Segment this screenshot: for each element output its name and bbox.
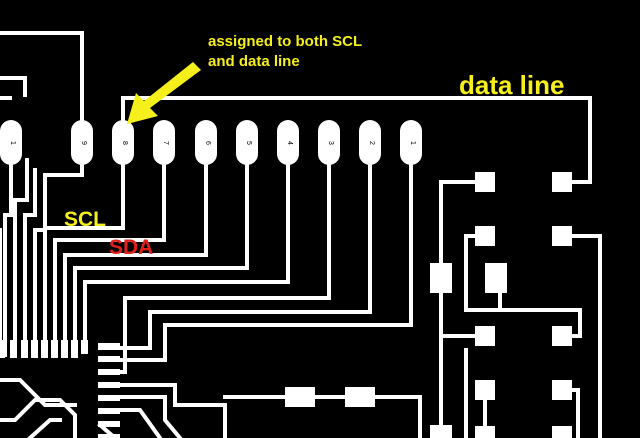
svg-text:6: 6 [204, 141, 211, 145]
smd-pad [285, 387, 315, 407]
ic-pin [21, 340, 28, 358]
connector-pin: 5 [236, 120, 258, 165]
smd-pad [475, 380, 495, 400]
ic-pin [31, 340, 38, 358]
svg-text:7: 7 [162, 141, 169, 145]
connector-pin: 9 [71, 120, 93, 165]
ic-pin [98, 434, 120, 438]
ic-pin [41, 340, 48, 358]
connector-pin: 7 [153, 120, 175, 165]
trace-bus-1 [13, 158, 29, 357]
annotation-assigned-line2: and data line [208, 53, 300, 70]
arrow-icon [127, 62, 201, 124]
smd-pad [475, 326, 495, 346]
trace-diag-b [0, 398, 77, 438]
connector-pin: 8 [112, 120, 134, 165]
smd-pad [552, 380, 572, 400]
trace-center-pads [223, 395, 422, 438]
connector-pin: 1 [400, 120, 422, 165]
trace-pin1-left [3, 146, 13, 357]
connector-pin: 4 [277, 120, 299, 165]
ic-pin [98, 382, 120, 388]
smd-pad [430, 263, 452, 293]
ic-pin [51, 340, 58, 358]
smd-pad [475, 172, 495, 192]
svg-text:4: 4 [286, 141, 293, 145]
trace-r-right1 [560, 234, 602, 438]
annotation-scl: SCL [64, 208, 106, 231]
smd-pad [552, 326, 572, 346]
smd-pad [475, 226, 495, 246]
trace-r-top [439, 180, 487, 438]
trace-diag-a [0, 378, 77, 407]
trace-bus-3 [23, 168, 37, 357]
ic-pin-row [0, 340, 120, 438]
trace-diag-c [27, 418, 62, 438]
svg-text:1: 1 [409, 141, 416, 145]
svg-text:3: 3 [327, 141, 334, 145]
trace-pin9-down [33, 158, 84, 357]
svg-text:1: 1 [9, 141, 16, 145]
ic-pin [10, 340, 17, 358]
annotation-sda: SDA [109, 236, 153, 259]
connector-pin: 2 [359, 120, 381, 165]
connector-pin: 3 [318, 120, 340, 165]
trace-data-line [121, 96, 592, 184]
annotation-assigned-line1: assigned to both SCL [208, 33, 362, 50]
trace-pin1-right [98, 146, 413, 362]
trace-pin3 [98, 146, 331, 374]
smd-pad [345, 387, 375, 407]
smd-pad [485, 263, 507, 293]
smd-pad [552, 226, 572, 246]
ic-pin [98, 343, 120, 349]
trace-left-stub-a [0, 76, 27, 97]
ic-pin [61, 340, 68, 358]
svg-text:9: 9 [80, 141, 87, 145]
smd-pad [552, 172, 572, 192]
ic-pin [98, 395, 120, 401]
svg-text:2: 2 [368, 141, 375, 145]
annotation-data-line: data line [459, 70, 564, 100]
trace-fan-a [98, 383, 227, 438]
trace-fan-b [98, 395, 183, 438]
smd-pad [430, 425, 452, 438]
trace-pin7-sda [53, 146, 166, 357]
trace-r-mid1 [464, 234, 502, 312]
svg-text:5: 5 [245, 141, 252, 145]
ic-pin [98, 369, 120, 375]
trace-pin8-scl [43, 146, 125, 357]
smd-pads [285, 172, 572, 438]
smd-pad [475, 426, 495, 438]
ic-pin [81, 340, 88, 354]
trace-pin6 [63, 146, 208, 357]
ic-pin [98, 421, 120, 427]
trace-pin5 [73, 146, 249, 357]
svg-text:8: 8 [121, 141, 128, 145]
ic-pin [98, 408, 120, 414]
trace-pin9-loop [0, 31, 84, 127]
ic-pin [98, 356, 120, 362]
connector: 1 9 8 7 6 5 4 3 [0, 120, 422, 165]
connector-pin: 6 [195, 120, 217, 165]
trace-pin2 [98, 146, 372, 350]
ic-pin [0, 340, 5, 358]
annotations: assigned to both SCL and data line data … [64, 33, 564, 259]
ic-pin [71, 340, 78, 358]
trace-pin4 [83, 146, 290, 354]
smd-pad [552, 426, 572, 438]
connector-pin: 1 [0, 120, 22, 165]
